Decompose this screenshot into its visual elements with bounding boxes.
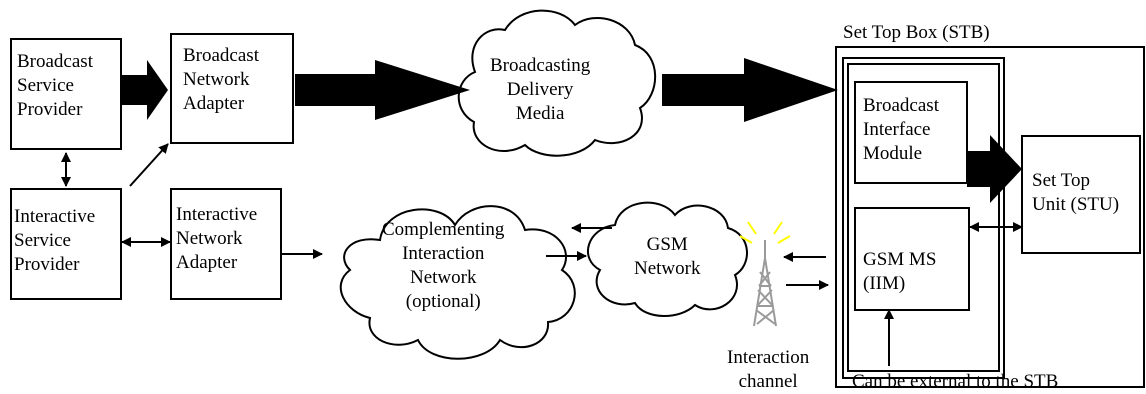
broadcast-interface-module-label: Broadcast Interface Module bbox=[863, 95, 939, 164]
interactive-service-provider-label: Interactive Service Provider bbox=[14, 206, 96, 275]
set-top-unit-box bbox=[1021, 135, 1141, 254]
external-note-label: Can be external to the STB bbox=[852, 371, 1059, 392]
stb-title: Set Top Box (STB) bbox=[843, 22, 990, 43]
interaction-channel-label: Interaction channel bbox=[727, 347, 810, 392]
signal-waves-icon bbox=[739, 221, 791, 244]
gsm-network-cloud bbox=[587, 201, 748, 317]
interactive-service-provider-box bbox=[10, 188, 122, 300]
gsm-ms-label: GSM MS (IIM) bbox=[863, 249, 937, 294]
gsm-network-label: GSM Network bbox=[634, 234, 701, 279]
broadcast-service-provider-box bbox=[10, 38, 122, 150]
complementing-interaction-network-cloud bbox=[339, 205, 576, 360]
broadcasting-delivery-media-label: Broadcasting Delivery Media bbox=[490, 55, 591, 124]
interactive-network-adapter-box bbox=[170, 188, 282, 300]
broadcast-network-adapter-label: Broadcast Network Adapter bbox=[183, 45, 259, 114]
radio-tower-icon bbox=[753, 240, 777, 327]
arrow-provider-to-adapter bbox=[122, 60, 168, 120]
interactive-network-adapter-label: Interactive Network Adapter bbox=[176, 204, 258, 273]
broadcast-service-provider-label: Broadcast Service Provider bbox=[17, 51, 93, 120]
broadcast-interface-module-box bbox=[854, 81, 968, 184]
stb-inner-frame-1 bbox=[842, 57, 1005, 379]
stb-inner-frame-2 bbox=[847, 63, 1000, 372]
broadcast-network-adapter-box bbox=[170, 33, 294, 144]
arrow-adapter-to-delivery-media bbox=[295, 60, 470, 120]
complementing-interaction-network-label: Complementing Interaction Network (optio… bbox=[382, 219, 505, 312]
arrow-delivery-media-to-stb bbox=[662, 58, 838, 122]
set-top-unit-label: Set Top Unit (STU) bbox=[1032, 170, 1120, 215]
gsm-ms-box bbox=[854, 207, 970, 311]
stb-outer-frame bbox=[835, 46, 1145, 388]
arrow-isp-to-bna bbox=[129, 143, 169, 187]
arrow-bim-to-stu bbox=[967, 135, 1022, 203]
